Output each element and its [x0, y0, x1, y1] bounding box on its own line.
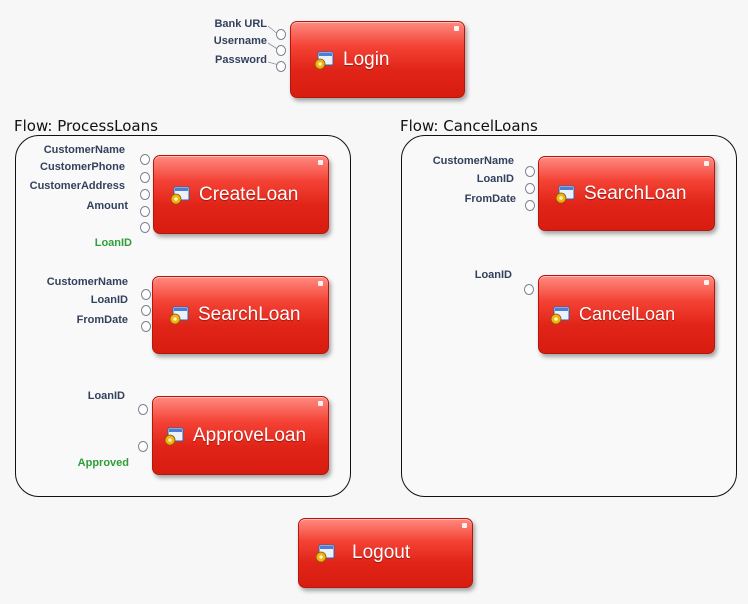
input-port[interactable] [524, 284, 534, 295]
create-param-amount: Amount [86, 200, 128, 212]
create-output-loan-id: LoanID [94, 237, 132, 249]
create-param-customer-name: CustomerName [43, 144, 125, 156]
input-port[interactable] [525, 166, 535, 177]
search-loan-action-box[interactable]: SearchLoan [538, 156, 715, 231]
login-param-bank-url: Bank URL [214, 18, 267, 30]
search-param-customer-name: CustomerName [46, 276, 128, 288]
approve-param-loan-id: LoanID [87, 390, 125, 402]
search-param-loan-id: LoanID [476, 173, 514, 185]
approve-output-approved: Approved [77, 457, 129, 469]
input-port[interactable] [525, 200, 535, 211]
window-gear-icon [164, 427, 184, 445]
input-port[interactable] [276, 61, 286, 72]
output-port[interactable] [138, 441, 148, 452]
create-loan-action-box[interactable]: CreateLoan [153, 155, 329, 234]
output-port[interactable] [140, 222, 150, 233]
process-flow-title: Flow: ProcessLoans [14, 117, 158, 135]
approve-loan-label: ApproveLoan [193, 424, 307, 446]
search-param-from-date: FromDate [464, 193, 516, 205]
input-port[interactable] [141, 289, 151, 300]
approve-loan-action-box[interactable]: ApproveLoan [152, 396, 329, 475]
window-gear-icon [169, 306, 189, 325]
search-loan-action-box[interactable]: SearchLoan [152, 276, 329, 354]
cancel-param-loan-id: LoanID [474, 269, 512, 281]
search-param-loan-id: LoanID [90, 294, 128, 306]
input-port[interactable] [138, 404, 148, 415]
login-action-box[interactable]: Login [290, 21, 465, 98]
input-port[interactable] [140, 172, 150, 183]
search-loan-label: SearchLoan [198, 304, 301, 325]
window-gear-icon [314, 51, 334, 69]
input-port[interactable] [276, 29, 286, 40]
input-port[interactable] [140, 206, 150, 217]
cancel-loan-label: CancelLoan [579, 304, 676, 324]
search-param-from-date: FromDate [76, 314, 128, 326]
logout-action-box[interactable]: Logout [298, 518, 473, 588]
cancel-loan-action-box[interactable]: CancelLoan [538, 275, 715, 354]
window-gear-icon [555, 185, 575, 203]
input-port[interactable] [141, 321, 151, 332]
search-loan-label: SearchLoan [584, 182, 687, 204]
window-gear-icon [170, 186, 190, 204]
create-loan-label: CreateLoan [199, 183, 299, 205]
login-param-password: Password [215, 54, 267, 66]
logout-label: Logout [352, 542, 411, 563]
input-port[interactable] [141, 305, 151, 316]
login-label: Login [343, 48, 390, 70]
input-port[interactable] [276, 45, 286, 56]
create-param-customer-address: CustomerAddress [29, 180, 125, 192]
input-port[interactable] [525, 183, 535, 194]
cancel-flow-title: Flow: CancelLoans [400, 117, 538, 135]
input-port[interactable] [140, 154, 150, 165]
create-param-customer-phone: CustomerPhone [40, 161, 125, 173]
login-param-username: Username [213, 35, 267, 47]
window-gear-icon [315, 544, 335, 563]
window-gear-icon [550, 306, 570, 324]
search-param-customer-name: CustomerName [432, 155, 514, 167]
input-port[interactable] [140, 189, 150, 200]
